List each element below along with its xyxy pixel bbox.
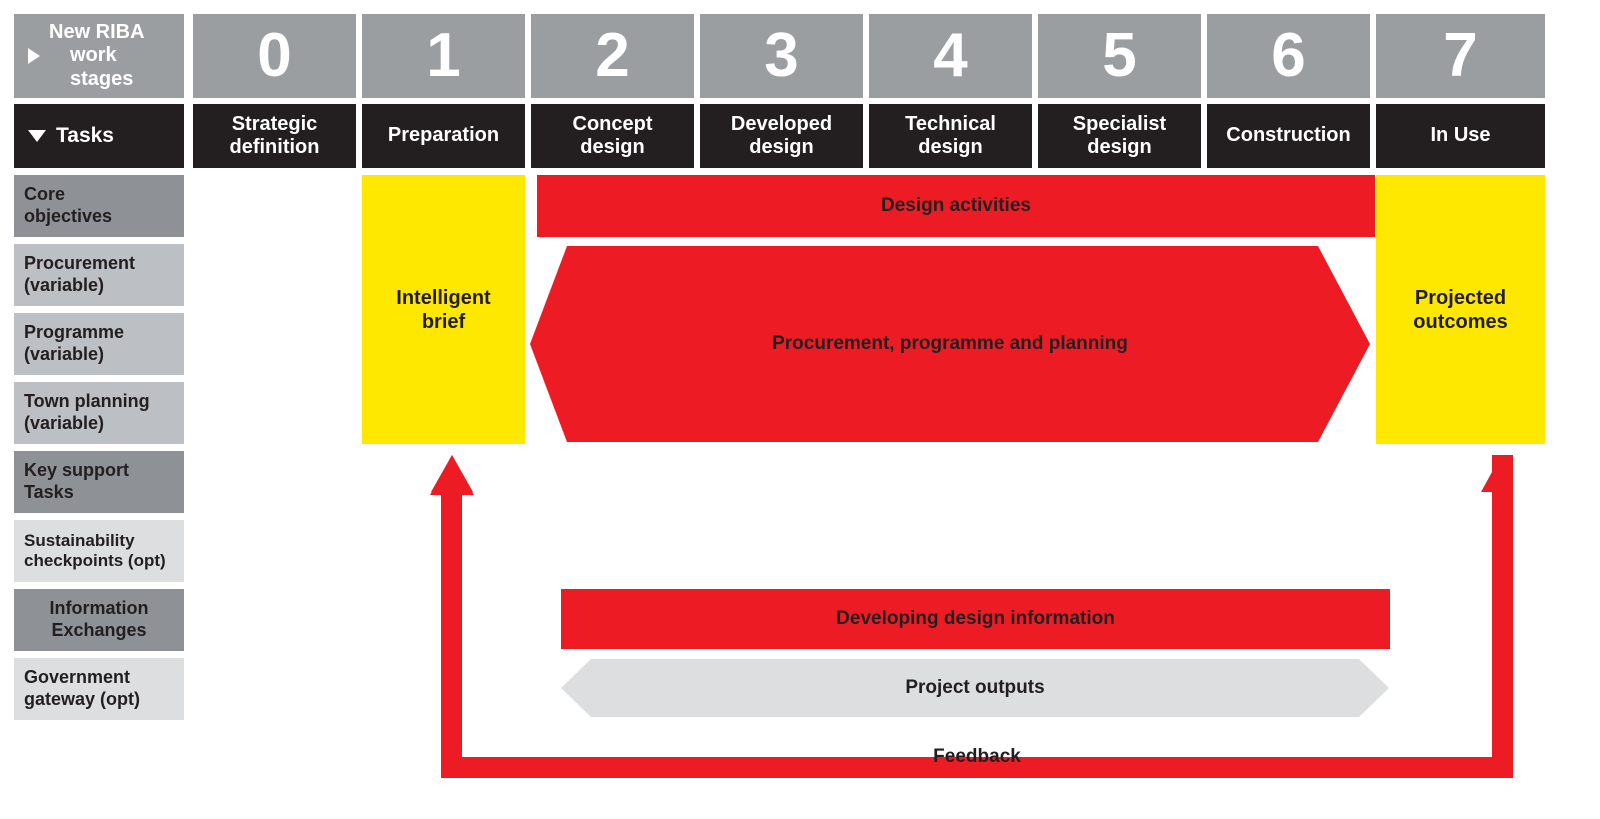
stage-number-7[interactable]: 7: [1376, 14, 1545, 98]
task-label-line2: (variable): [24, 344, 105, 364]
triangle-right-icon: [28, 48, 40, 64]
task-row-procurement[interactable]: Procurement (variable): [14, 244, 184, 306]
corner-tasks-label: Tasks: [56, 124, 114, 147]
stage-number-text: 2: [595, 21, 630, 90]
stage-number-3[interactable]: 3: [700, 14, 863, 98]
task-label-line2: (variable): [24, 275, 105, 295]
stage-number-2[interactable]: 2: [531, 14, 694, 98]
project-outputs-chevron[interactable]: [561, 659, 1389, 717]
task-label-line2: Exchanges: [51, 620, 147, 640]
task-label-line2: gateway (opt): [24, 689, 141, 709]
task-label-line2: checkpoints (opt): [24, 551, 166, 570]
task-row-key-support-tasks[interactable]: Key support Tasks: [14, 451, 184, 513]
corner-new-riba-work-stages[interactable]: New RIBA work stages: [14, 14, 184, 98]
stage-name-line1: Construction: [1226, 124, 1351, 147]
stage-name-line2: design: [1087, 136, 1152, 158]
stage-number-0[interactable]: 0: [193, 14, 356, 98]
task-row-town-planning[interactable]: Town planning (variable): [14, 382, 184, 444]
stage-name-line1: In Use: [1430, 124, 1491, 147]
stage-name-6[interactable]: Construction: [1207, 104, 1370, 168]
stage-name-3[interactable]: Developed design: [700, 104, 863, 168]
design-activities-label: Design activities: [881, 195, 1031, 216]
task-label-line1: Town planning: [24, 391, 150, 412]
stage-name-line1: Specialist: [1072, 112, 1167, 135]
task-row-programme[interactable]: Programme (variable): [14, 313, 184, 375]
stage-number-text: 5: [1102, 21, 1137, 90]
task-row-sustainability-checkpoints[interactable]: Sustainability checkpoints (opt): [14, 520, 184, 582]
intelligent-brief-line2: brief: [421, 310, 466, 333]
corner-top-line2: work stages: [70, 44, 134, 90]
intelligent-brief-line1: Intelligent: [396, 286, 491, 309]
task-row-government-gateway[interactable]: Government gateway (opt): [14, 658, 184, 720]
procurement-programme-planning-arrow[interactable]: [530, 246, 1370, 442]
task-label-line2: (variable): [24, 413, 105, 433]
stage-number-text: 1: [426, 21, 461, 90]
developing-design-label: Developing design information: [836, 608, 1115, 629]
stage-name-line2: design: [918, 136, 983, 158]
design-activities-bar[interactable]: Design activities: [537, 175, 1375, 237]
task-label-line2: Tasks: [24, 482, 74, 502]
stage-name-line2: design: [580, 136, 645, 158]
stage-number-6[interactable]: 6: [1207, 14, 1370, 98]
stage-number-5[interactable]: 5: [1038, 14, 1201, 98]
task-label-line1: Core: [24, 184, 66, 205]
task-row-core-objectives[interactable]: Core objectives: [14, 175, 184, 237]
stage-number-4[interactable]: 4: [869, 14, 1032, 98]
projected-outcomes-block[interactable]: Projected outcomes: [1376, 175, 1545, 444]
stage-name-line1: Concept: [572, 112, 653, 135]
stage-name-1[interactable]: Preparation: [362, 104, 525, 168]
stage-name-5[interactable]: Specialist design: [1038, 104, 1201, 168]
projected-outcomes-line2: outcomes: [1413, 310, 1508, 333]
task-label-line1: Programme: [24, 322, 125, 343]
stage-name-7[interactable]: In Use: [1376, 104, 1545, 168]
task-label-line1: Sustainability: [24, 530, 135, 550]
stage-name-2[interactable]: Concept design: [531, 104, 694, 168]
task-row-information-exchanges[interactable]: Information Exchanges: [14, 589, 184, 651]
stage-number-text: 4: [933, 21, 968, 90]
stage-name-line1: Preparation: [387, 124, 500, 147]
task-label-line1: Government: [24, 667, 131, 688]
task-label-line2: objectives: [24, 206, 113, 226]
triangle-down-icon: [28, 130, 46, 142]
stage-number-text: 7: [1443, 21, 1478, 90]
intelligent-brief-block[interactable]: Intelligent brief: [362, 175, 525, 444]
stage-number-text: 3: [764, 21, 799, 90]
stage-number-1[interactable]: 1: [362, 14, 525, 98]
task-label-line1: Key support: [24, 460, 130, 481]
corner-top-line1: New RIBA: [49, 20, 145, 43]
stage-name-4[interactable]: Technical design: [869, 104, 1032, 168]
stage-name-line2: definition: [229, 136, 320, 158]
projected-outcomes-line1: Projected: [1414, 286, 1507, 309]
stage-name-line1: Technical: [905, 112, 996, 135]
corner-tasks[interactable]: Tasks: [14, 104, 184, 168]
stage-name-0[interactable]: Strategic definition: [193, 104, 356, 168]
developing-design-information-bar[interactable]: Developing design information: [561, 589, 1390, 649]
stage-name-line1: Strategic: [231, 112, 318, 135]
stage-number-text: 0: [257, 21, 292, 90]
stage-name-line2: design: [749, 136, 814, 158]
stage-name-line1: Developed: [730, 112, 833, 135]
task-label-line1: Information: [49, 598, 149, 619]
stage-number-text: 6: [1271, 21, 1306, 90]
task-label-line1: Procurement: [24, 253, 136, 274]
